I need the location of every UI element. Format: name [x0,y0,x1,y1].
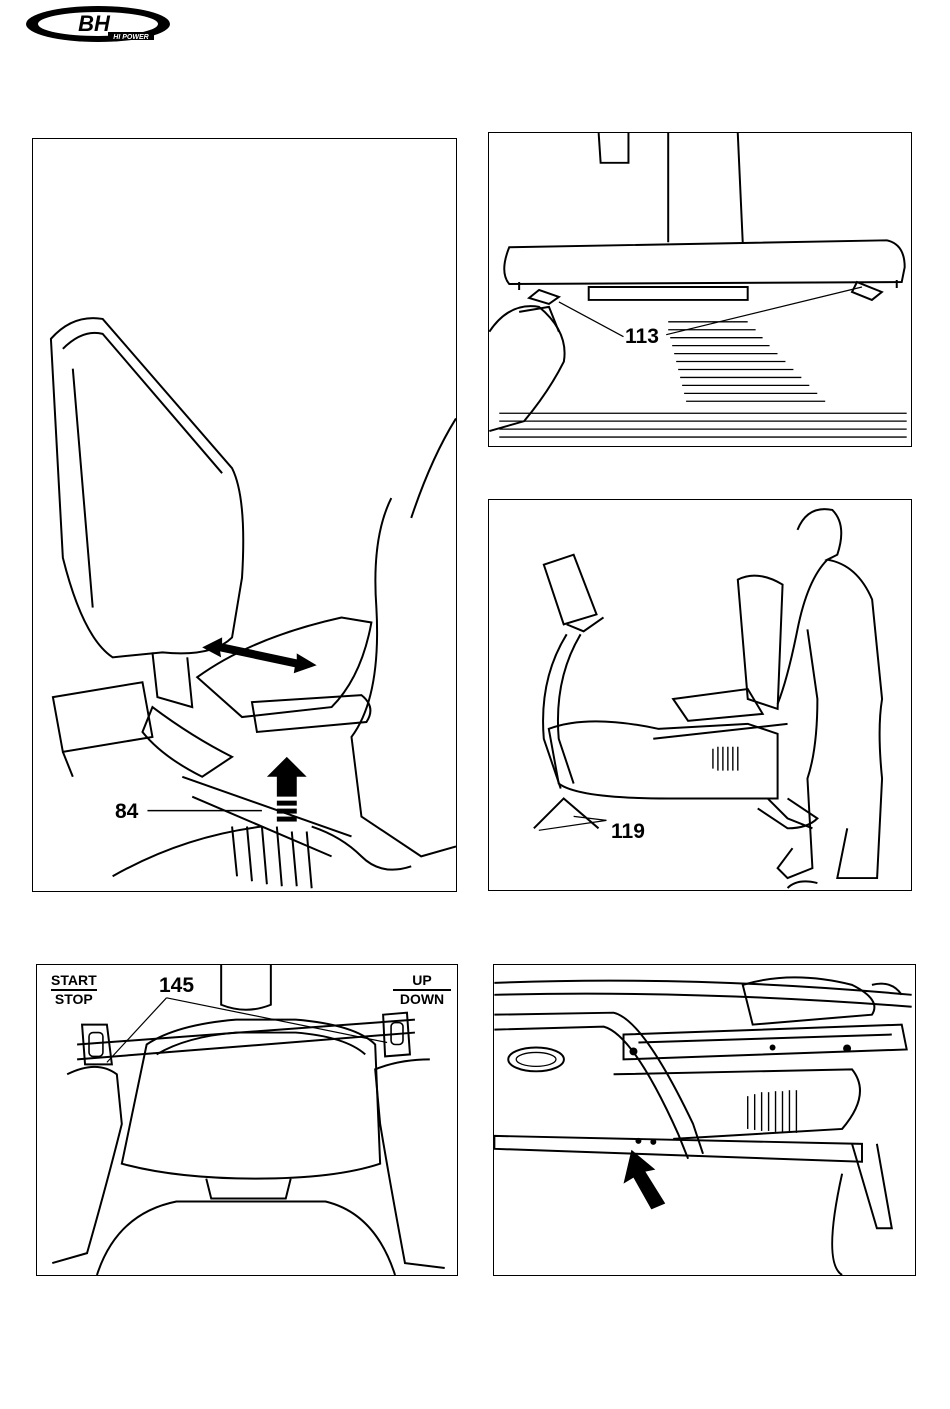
leveler-feet-illustration [489,133,911,446]
stop-label: STOP [51,991,97,1007]
figure-handlebar-buttons: START STOP UP DOWN 145 [36,964,458,1276]
rail-screw-illustration [494,965,915,1275]
up-label: UP [393,973,451,991]
logo-tagline: HI POWER [113,34,148,41]
bh-badge-icon [508,1047,564,1071]
up-down-label: UP DOWN [393,973,451,1006]
down-label: DOWN [393,991,451,1007]
figure-leveler-feet: 113 [488,132,912,447]
callout-119: 119 [611,821,645,842]
figure-moving-bike: 119 [488,499,912,891]
callout-145: 145 [159,975,194,996]
start-label: START [51,973,97,991]
arrow-icon [624,1150,666,1210]
seat-adjust-illustration [33,139,456,891]
up-arrow-icon [267,757,307,822]
handlebar-buttons-illustration [37,965,457,1275]
bh-hi-power-logo: BH HI POWER [24,4,172,44]
callout-113: 113 [625,326,659,347]
start-stop-label: START STOP [51,973,97,1006]
moving-bike-illustration [489,500,911,890]
callout-84: 84 [115,801,138,822]
figure-seat-adjust: 84 [32,138,457,892]
logo-brand: BH [78,11,111,36]
figure-rail-screw [493,964,916,1276]
